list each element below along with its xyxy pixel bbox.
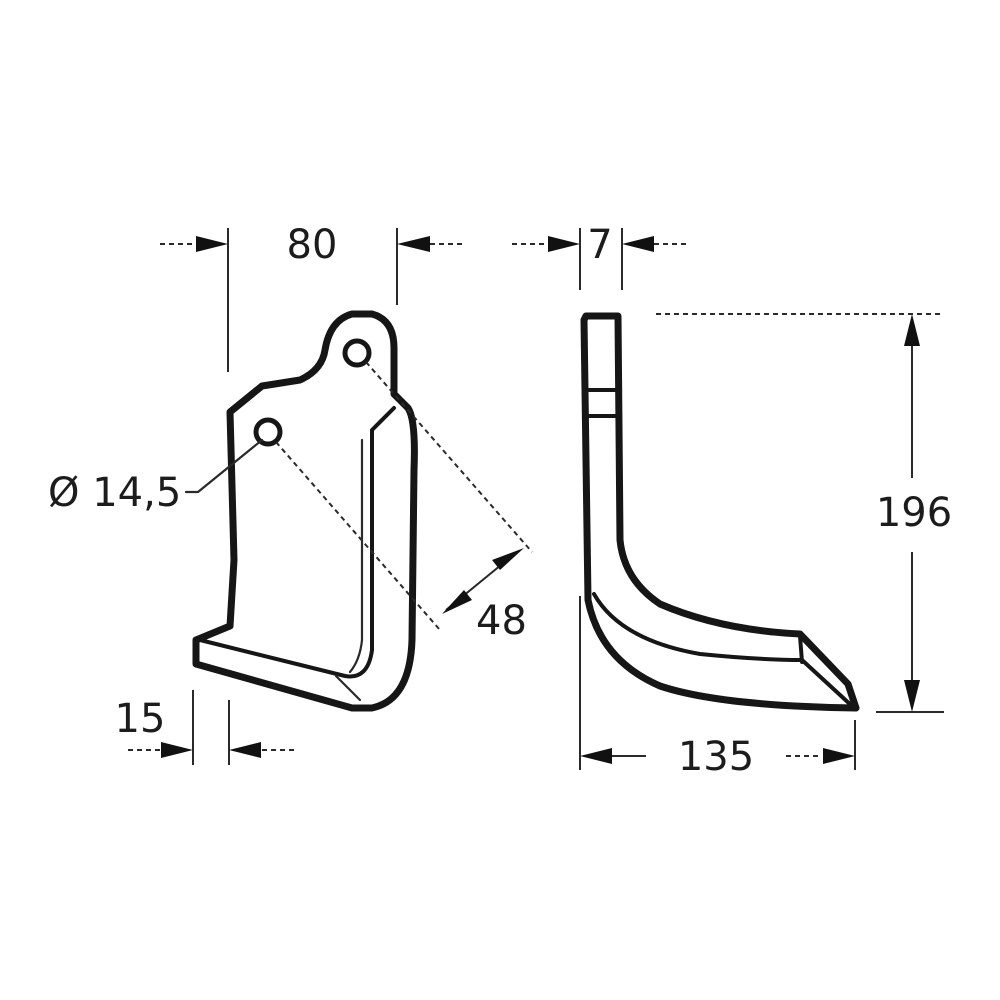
side-blade-bevel: [592, 592, 854, 708]
front-flange-shade: [348, 438, 364, 674]
dimension-15: 15: [115, 690, 298, 765]
front-view: [192, 310, 418, 712]
side-blade-outline: [580, 312, 860, 712]
depth-label: 135: [678, 734, 754, 780]
front-flange-diag: [334, 674, 362, 702]
front-flange-edge: [198, 406, 396, 679]
hole-spacing-label: 48: [476, 598, 527, 644]
front-blade-outline: [192, 310, 418, 712]
width-label: 80: [287, 222, 338, 268]
front-hole-lower: [253, 417, 283, 447]
dimension-80: 80: [160, 222, 466, 372]
dimension-196: 196: [656, 313, 952, 713]
flange-width-label: 15: [115, 696, 166, 742]
side-tip-edge: [798, 634, 804, 664]
front-hole-upper: [342, 338, 372, 368]
thickness-label: 7: [587, 222, 612, 268]
height-label: 196: [876, 490, 952, 536]
dimension-135: 135: [579, 596, 856, 780]
dimension-48: 48: [275, 361, 533, 644]
hole-diameter-label: Ø 14,5: [48, 470, 181, 516]
dimension-7: 7: [512, 222, 690, 290]
dimension-hole-diameter: Ø 14,5: [48, 438, 264, 516]
side-view: [580, 312, 860, 712]
